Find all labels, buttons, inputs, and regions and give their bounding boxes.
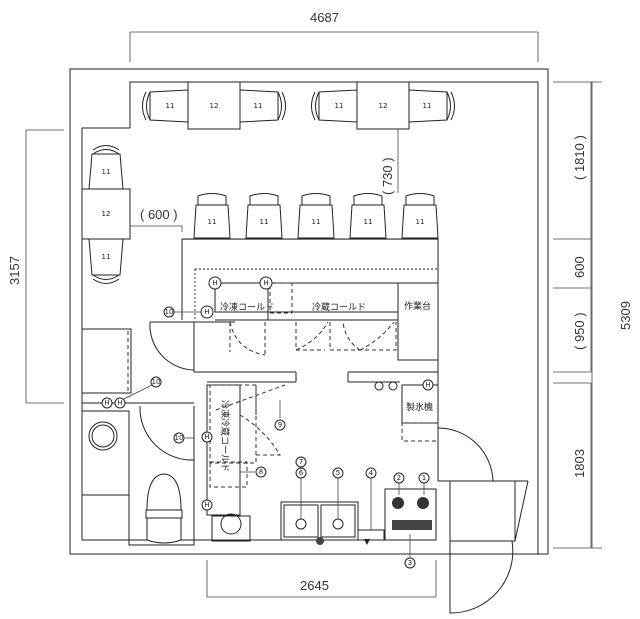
outlet-icon (422, 379, 434, 391)
dim-right-total: 5309 (618, 301, 633, 330)
svg-text:11: 11 (416, 218, 425, 226)
svg-text:H: H (212, 279, 217, 287)
worktable (397, 282, 439, 361)
toilet-icon (146, 473, 182, 511)
restroom: 10 (81, 405, 195, 546)
svg-text:2: 2 (397, 474, 401, 482)
storage-cabinet: H H 10 (81, 328, 194, 409)
svg-text:11: 11 (260, 218, 269, 226)
dimension-top: 4687 (129, 10, 539, 62)
hand-sink-icon (220, 513, 242, 535)
svg-text:11: 11 (102, 168, 111, 176)
label-fridge-cold: 冷蔵コールド (312, 301, 366, 313)
svg-text:8: 8 (259, 468, 263, 476)
svg-text:( 730 ): ( 730 ) (380, 157, 395, 195)
svg-text:4: 4 (369, 469, 374, 477)
dim-top-width: 4687 (310, 10, 339, 25)
svg-text:10: 10 (165, 308, 174, 316)
label-freezer-fridge-cold: 冷凍冷蔵コールド (219, 400, 231, 472)
svg-text:6: 6 (299, 469, 304, 477)
svg-text:H: H (204, 501, 209, 509)
svg-text:H: H (263, 279, 268, 287)
svg-text:11: 11 (166, 102, 175, 110)
counter-stools: 11 11 11 11 11 (193, 193, 439, 239)
gas-range: 2 1 3 (384, 472, 437, 569)
chair: 11 (193, 193, 231, 239)
svg-text:11: 11 (364, 218, 373, 226)
svg-text:11: 11 (335, 102, 344, 110)
chair: 11 (245, 193, 283, 239)
dining-set-left: 12 11 11 (81, 145, 131, 284)
label-freezer-cold: 冷凍コールド (220, 301, 274, 313)
svg-text:H: H (425, 381, 430, 389)
svg-text:1: 1 (422, 474, 426, 482)
label-worktable: 作業台 (404, 300, 431, 312)
chair: 11 (297, 193, 335, 239)
chair (88, 238, 124, 276)
dimension-bottom: 2645 (206, 560, 437, 598)
dim-right-seg-4: 1803 (572, 449, 587, 478)
dim-left-height: 3157 (7, 256, 22, 285)
dim-right-seg-1: ( 1810 ) (572, 135, 587, 180)
svg-text:11: 11 (102, 253, 111, 261)
outlet-icon (259, 276, 273, 290)
sink-icon (91, 424, 115, 448)
dim-bottom-width: 2645 (300, 578, 329, 593)
dimension-aisle-width: ( 600 ) (130, 207, 183, 232)
chair (318, 89, 358, 123)
cold-table-row: 冷凍コールド 冷蔵コールド 作業台 H H H (200, 276, 439, 361)
outlet-icon (201, 431, 213, 443)
item-4: 4 (357, 467, 385, 545)
dimension-left: 3157 (7, 129, 64, 404)
outlet-icon (208, 276, 222, 290)
table (81, 188, 131, 240)
svg-text:11: 11 (312, 218, 321, 226)
svg-text:H: H (204, 433, 209, 441)
entrance-doors (437, 427, 529, 614)
svg-text:9: 9 (278, 421, 282, 429)
svg-text:5: 5 (336, 469, 340, 477)
freezer-fridge-cold: 冷凍冷蔵コールド H H 8 9 (201, 384, 286, 542)
svg-text:H: H (117, 399, 122, 407)
dim-right-seg-3: ( 950 ) (572, 312, 587, 350)
chair (88, 153, 124, 190)
chair (149, 89, 189, 123)
label-ice-machine: 製氷機 (406, 401, 433, 413)
svg-text:H: H (104, 399, 109, 407)
svg-text:12: 12 (379, 102, 388, 110)
svg-text:11: 11 (208, 218, 217, 226)
kitchen-door (149, 321, 438, 383)
svg-text:( 600 ): ( 600 ) (140, 207, 178, 222)
svg-text:H: H (204, 308, 209, 316)
svg-text:12: 12 (102, 210, 111, 218)
marker-10-top: 10 (163, 306, 201, 318)
double-sink: 7 6 5 (280, 456, 359, 545)
dimension-aisle-depth: ( 730 ) (380, 129, 399, 195)
svg-text:7: 7 (299, 458, 303, 466)
dimension-right: ( 1810 ) 600 ( 950 ) 1803 5309 (553, 81, 633, 549)
ice-machine: 製氷機 H (374, 379, 439, 442)
dining-set-2: 12 11 11 (311, 81, 455, 130)
svg-text:11: 11 (254, 102, 263, 110)
svg-text:10: 10 (152, 378, 161, 386)
chair: 11 (349, 193, 387, 239)
outlet-icon (101, 397, 113, 409)
svg-text:3: 3 (408, 559, 412, 567)
svg-text:10: 10 (175, 434, 184, 442)
chair: 11 (401, 193, 439, 239)
dim-right-seg-2: 600 (572, 256, 587, 278)
table (187, 81, 241, 130)
outlet-icon (201, 499, 213, 511)
dining-set-1: 12 11 11 (142, 81, 286, 130)
outlet-icon (114, 397, 126, 409)
svg-text:12: 12 (210, 102, 219, 110)
table (356, 81, 410, 130)
svg-text:11: 11 (423, 102, 432, 110)
